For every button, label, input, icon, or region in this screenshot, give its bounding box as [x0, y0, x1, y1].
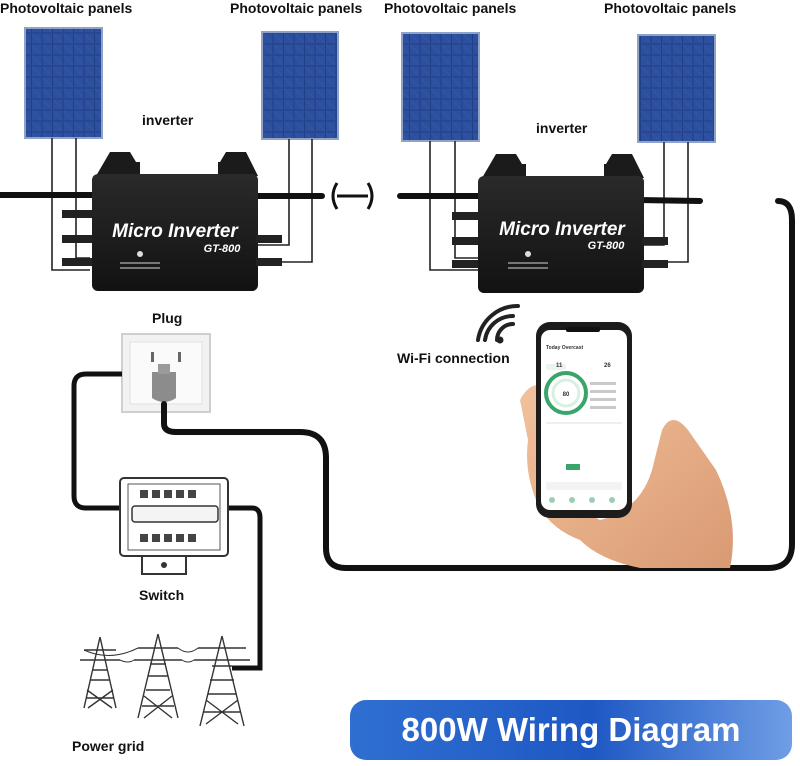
micro-inverter-right — [452, 154, 668, 293]
label-power-grid: Power grid — [72, 738, 145, 754]
label-pv-panels-1: Photovoltaic panels — [0, 0, 133, 16]
phone-gauge-value: 80 — [563, 392, 570, 398]
phone-reading-1: 11 — [556, 363, 563, 369]
wifi-icon — [476, 303, 520, 344]
label-plug: Plug — [152, 310, 183, 326]
inverter-right-brand: Micro Inverter — [499, 219, 626, 240]
solar-panel-4 — [637, 34, 716, 143]
cable-break-symbol — [331, 182, 374, 210]
solar-panel-3 — [401, 32, 480, 142]
label-inverter-left: inverter — [142, 112, 194, 128]
banner-title: 800W Wiring Diagram — [401, 711, 741, 748]
panel-wires — [51, 138, 689, 271]
smartphone — [536, 322, 632, 518]
ac-trunk-cable — [0, 192, 703, 204]
switch-to-grid-cable — [228, 505, 263, 671]
micro-inverter-left — [62, 152, 282, 291]
socket-to-switch-cable — [71, 371, 122, 511]
wall-socket — [121, 333, 211, 413]
label-wifi: Wi-Fi connection — [397, 350, 510, 366]
label-pv-panels-2: Photovoltaic panels — [230, 0, 363, 16]
inverter-left-brand: Micro Inverter — [112, 221, 239, 242]
solar-panel-1 — [24, 27, 103, 139]
plug-cable — [161, 198, 795, 571]
switch-meter — [119, 477, 229, 575]
phone-reading-2: 26 — [604, 363, 611, 369]
inverter-right-model: GT-800 — [588, 240, 626, 252]
label-pv-panels-3: Photovoltaic panels — [384, 0, 517, 16]
hand — [520, 384, 733, 568]
phone-header: Today Overcast — [546, 345, 583, 351]
label-pv-panels-4: Photovoltaic panels — [604, 0, 737, 16]
label-switch: Switch — [139, 587, 185, 603]
inverter-left-model: GT-800 — [204, 243, 242, 255]
label-inverter-right: inverter — [536, 120, 588, 136]
title-banner: 800W Wiring Diagram — [350, 700, 792, 760]
power-grid-towers — [80, 633, 250, 727]
solar-panel-2 — [261, 31, 339, 140]
